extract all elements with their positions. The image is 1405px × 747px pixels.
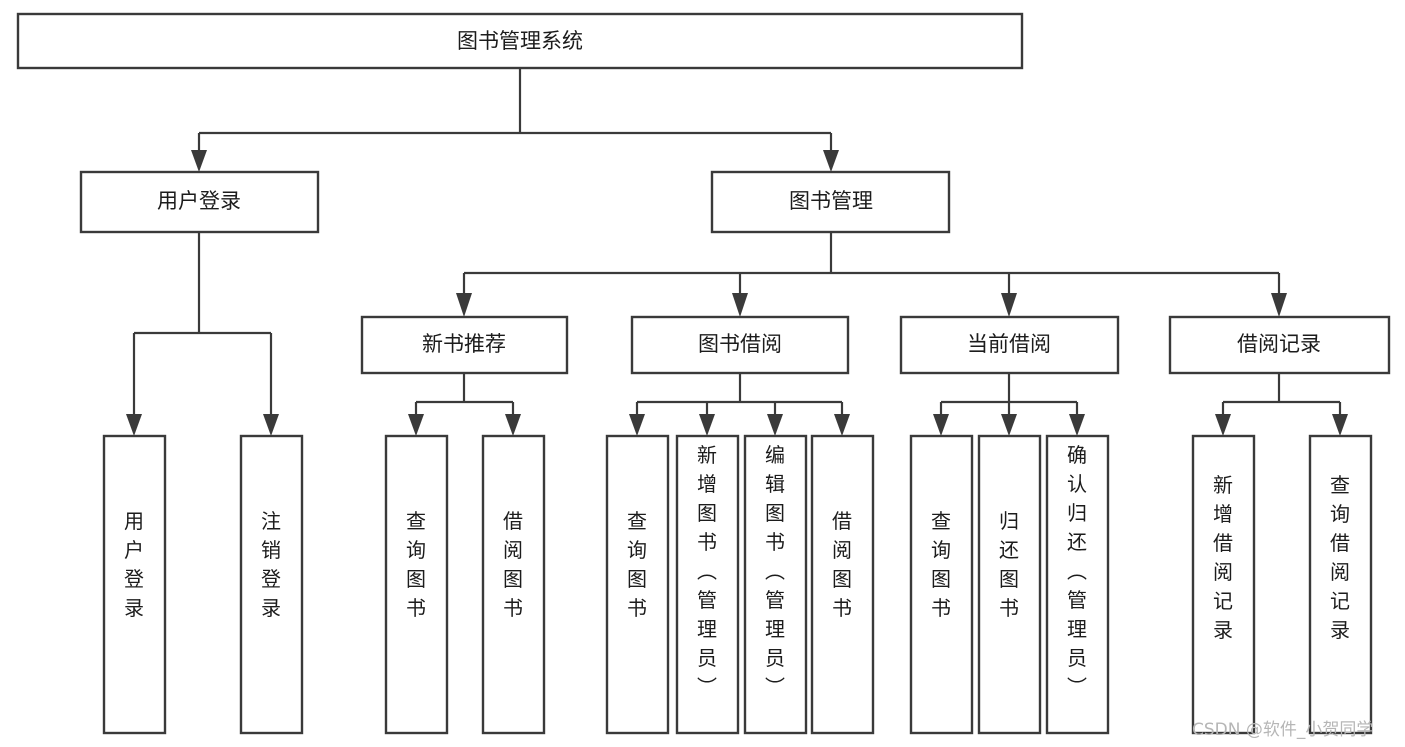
watermark-label: CSDN @软件_小贺同学 — [1192, 720, 1373, 740]
node-leaf-query-book-2[interactable]: 查询图书 — [605, 434, 670, 735]
node-current-borrow[interactable]: 当前借阅 — [899, 315, 1120, 375]
node-book-borrow-box[interactable] — [630, 315, 850, 375]
arrow-head-leaf-query-book-1 — [408, 414, 424, 436]
node-leaf-return-book-box[interactable] — [977, 434, 1042, 735]
node-leaf-add-record[interactable]: 新增借阅记录 — [1191, 434, 1256, 735]
node-book-manage-label: 图书管理 — [789, 189, 873, 213]
connector-group-current-borrow — [933, 373, 1085, 436]
arrow-head-new-book-rec — [456, 293, 472, 317]
node-leaf-borrow-book-2-box[interactable] — [810, 434, 875, 735]
node-leaf-query-book-3-box[interactable] — [909, 434, 974, 735]
node-leaf-borrow-book-2-label: 借阅图书 — [832, 509, 852, 620]
node-leaf-query-book-1[interactable]: 查询图书 — [384, 434, 449, 735]
arrow-head-current-borrow — [1001, 293, 1017, 317]
node-book-manage-box[interactable] — [710, 170, 951, 234]
connector-group-book-manage — [456, 232, 1287, 317]
node-book-borrow[interactable]: 图书借阅 — [630, 315, 850, 375]
node-leaf-logout-box[interactable] — [239, 434, 304, 735]
arrow-head-book-manage — [823, 150, 839, 172]
node-leaf-query-record[interactable]: 查询借阅记录 — [1308, 434, 1373, 735]
arrow-head-leaf-confirm-return — [1069, 414, 1085, 436]
node-leaf-add-record-label: 新增借阅记录 — [1213, 473, 1233, 642]
node-leaf-logout[interactable]: 注销登录 — [239, 434, 304, 735]
node-leaf-query-book-2-box[interactable] — [605, 434, 670, 735]
arrow-head-user-login — [191, 150, 207, 172]
arrow-head-leaf-query-book-2 — [629, 414, 645, 436]
arrow-head-leaf-user-login — [126, 414, 142, 436]
connector-group-book-borrow — [629, 373, 850, 436]
node-leaf-add-record-box[interactable] — [1191, 434, 1256, 735]
node-leaf-query-record-label: 查询借阅记录 — [1330, 473, 1350, 642]
node-leaf-user-login[interactable]: 用户登录 — [102, 434, 167, 735]
node-leaf-edit-book-box[interactable] — [743, 434, 808, 735]
node-leaf-confirm-return[interactable]: 确认归还︵管理员︶ — [1045, 434, 1110, 735]
node-leaf-logout-label: 注销登录 — [261, 509, 281, 620]
node-leaf-confirm-return-label: 确认归还︵管理员︶ — [1067, 443, 1087, 699]
node-leaf-borrow-book-1-label: 借阅图书 — [503, 509, 523, 620]
node-leaf-user-login-label: 用户登录 — [124, 509, 144, 620]
node-leaf-edit-book[interactable]: 编辑图书︵管理员︶ — [743, 434, 808, 735]
node-book-manage[interactable]: 图书管理 — [710, 170, 951, 234]
node-root-box[interactable] — [16, 12, 1024, 70]
node-new-book-rec[interactable]: 新书推荐 — [360, 315, 569, 375]
arrow-head-leaf-query-book-3 — [933, 414, 949, 436]
node-leaf-borrow-book-1[interactable]: 借阅图书 — [481, 434, 546, 735]
node-leaf-edit-book-label: 编辑图书︵管理员︶ — [765, 443, 785, 699]
arrow-head-leaf-borrow-book-1 — [505, 414, 521, 436]
node-leaf-query-book-3[interactable]: 查询图书 — [909, 434, 974, 735]
node-user-login-box[interactable] — [79, 170, 320, 234]
connector-group-borrow-record — [1215, 373, 1348, 436]
node-leaf-borrow-book-2[interactable]: 借阅图书 — [810, 434, 875, 735]
node-leaf-add-book-box[interactable] — [675, 434, 740, 735]
node-user-login[interactable]: 用户登录 — [79, 170, 320, 234]
connector-group-root — [191, 68, 839, 172]
arrow-head-leaf-return-book — [1001, 414, 1017, 436]
arrow-head-book-borrow — [732, 293, 748, 317]
arrow-head-leaf-query-record — [1332, 414, 1348, 436]
node-current-borrow-label: 当前借阅 — [967, 332, 1051, 356]
node-root-label: 图书管理系统 — [457, 29, 583, 53]
arrow-head-leaf-add-record — [1215, 414, 1231, 436]
arrow-head-leaf-add-book — [699, 414, 715, 436]
arrow-head-leaf-borrow-book-2 — [834, 414, 850, 436]
node-leaf-query-book-2-label: 查询图书 — [627, 509, 647, 620]
node-leaf-query-book-1-box[interactable] — [384, 434, 449, 735]
node-leaf-return-book-label: 归还图书 — [999, 509, 1019, 620]
node-current-borrow-box[interactable] — [899, 315, 1120, 375]
node-leaf-query-book-1-label: 查询图书 — [406, 509, 426, 620]
node-leaf-query-book-3-label: 查询图书 — [931, 509, 951, 620]
node-leaf-query-record-box[interactable] — [1308, 434, 1373, 735]
node-book-borrow-label: 图书借阅 — [698, 332, 782, 356]
node-leaf-add-book[interactable]: 新增图书︵管理员︶ — [675, 434, 740, 735]
node-leaf-add-book-label: 新增图书︵管理员︶ — [697, 443, 717, 699]
node-leaf-user-login-box[interactable] — [102, 434, 167, 735]
connector-group-user-login — [126, 232, 279, 436]
node-borrow-record[interactable]: 借阅记录 — [1168, 315, 1391, 375]
arrow-head-borrow-record — [1271, 293, 1287, 317]
node-leaf-return-book[interactable]: 归还图书 — [977, 434, 1042, 735]
connector-group-new-book-rec — [408, 373, 521, 436]
node-leaf-confirm-return-box[interactable] — [1045, 434, 1110, 735]
node-user-login-label: 用户登录 — [157, 189, 241, 213]
node-leaf-borrow-book-1-box[interactable] — [481, 434, 546, 735]
arrow-head-leaf-logout — [263, 414, 279, 436]
node-new-book-rec-box[interactable] — [360, 315, 569, 375]
arrow-head-leaf-edit-book — [767, 414, 783, 436]
node-new-book-rec-label: 新书推荐 — [422, 332, 506, 356]
node-borrow-record-box[interactable] — [1168, 315, 1391, 375]
node-borrow-record-label: 借阅记录 — [1237, 332, 1321, 356]
node-root[interactable]: 图书管理系统 — [16, 12, 1024, 70]
